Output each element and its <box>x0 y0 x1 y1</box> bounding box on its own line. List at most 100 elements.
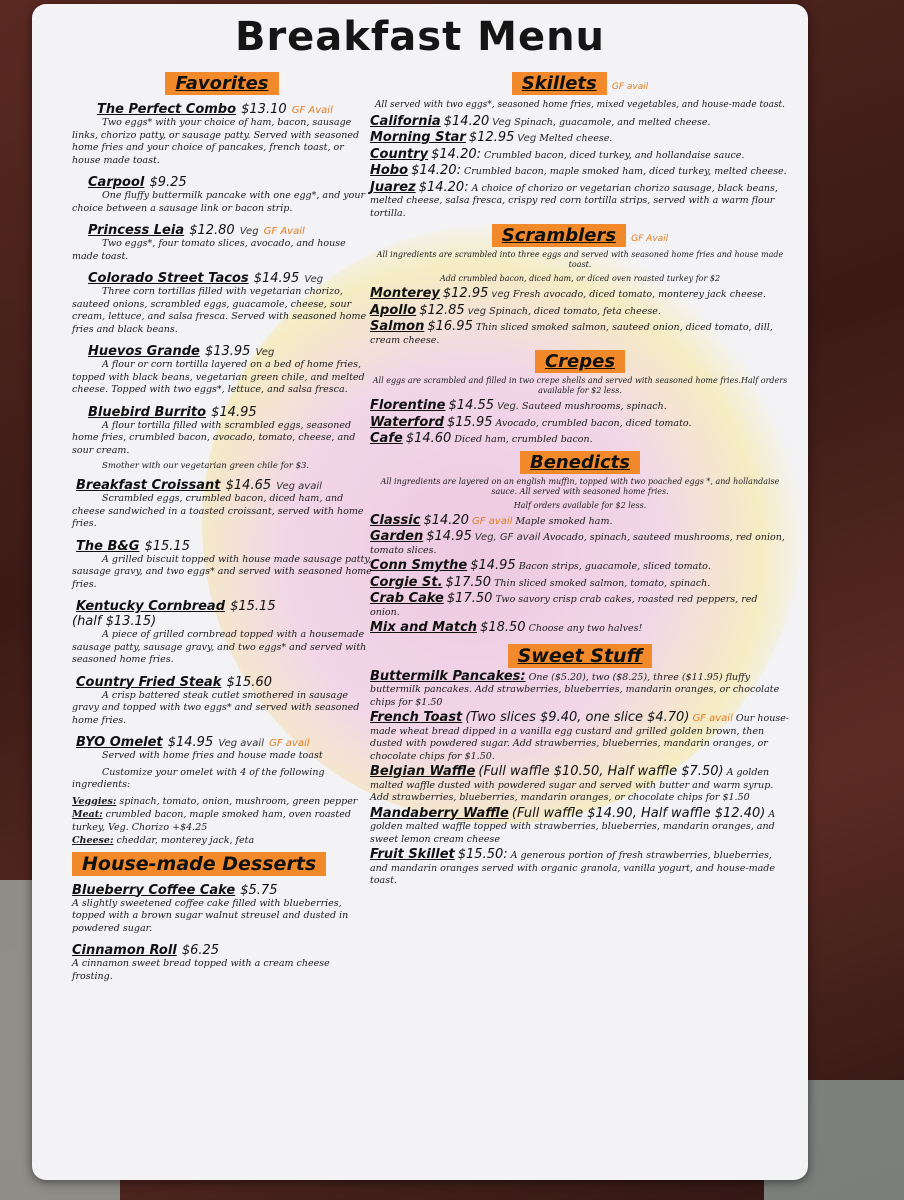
item-price: $14.95 <box>211 404 257 420</box>
item-price: $14.20: <box>418 179 469 195</box>
item-price: $14.20 <box>443 113 490 129</box>
crepes-list: Florentine $14.55 Veg. Sauteed mushrooms… <box>370 398 790 447</box>
item-price: $16.95 <box>427 319 473 334</box>
item-tag: Veg avail <box>218 738 264 749</box>
item-price: $12.85 <box>419 302 465 318</box>
item-name: California <box>370 113 441 129</box>
item-description: Avocado, spinach, sauteed mushrooms, red… <box>370 532 785 556</box>
favorites-heading-wrap: Favorites <box>72 72 372 98</box>
item-name: Monterey <box>370 286 440 301</box>
item-description: A golden malted waffle topped with straw… <box>370 808 776 845</box>
favorite-item-line: Kentucky Cornbread $15.15 <box>76 595 372 614</box>
item-price: $14.60 <box>405 431 452 446</box>
item-tag: Veg <box>239 226 259 237</box>
item-name: BYO Omelet <box>76 735 163 750</box>
item-name: Florentine <box>370 398 446 413</box>
item-name: Cinnamon Roll <box>72 943 177 958</box>
item-description: Three corn tortillas filled with vegetar… <box>72 286 367 335</box>
menu-card: Breakfast Menu Favorites The Perfect Com… <box>32 4 808 1180</box>
favorite-item: Kentucky Cornbread $15.15(half $13.15)A … <box>72 595 372 667</box>
item-description: Maple smoked ham. <box>515 515 613 527</box>
benedicts-intro-2: Half orders available for $2 less. <box>513 500 647 510</box>
option-text: spinach, tomato, onion, mushroom, green … <box>119 795 358 807</box>
item-description: A crisp battered steak cutlet smothered … <box>72 689 360 726</box>
item-name: Fruit Skillet <box>370 847 455 862</box>
item-name: Apollo <box>370 302 417 318</box>
item-name: Blueberry Coffee Cake <box>72 882 236 898</box>
benedict-item: Garden $14.95 Veg, GF avail Avocado, spi… <box>370 529 790 557</box>
item-description: Fresh avocado, diced tomato, monterey ja… <box>512 289 766 300</box>
sweet-item: Mandaberry Waffle (Full waffle $14.90, H… <box>370 805 790 847</box>
option-label: Veggies: <box>72 795 117 807</box>
item-price: $13.95 <box>204 344 251 359</box>
item-name: The Perfect Combo <box>97 102 237 117</box>
item-name: Conn Smythe <box>370 558 468 573</box>
favorite-item-line: BYO Omelet $14.95 Veg avail GF avail <box>76 731 372 750</box>
item-description: Two eggs* with your choice of ham, bacon… <box>72 117 360 166</box>
item-tag: Veg <box>304 274 324 285</box>
item-tag: Veg <box>517 133 537 144</box>
item-tag: Veg, GF avail <box>474 532 541 543</box>
benedicts-list: Classic $14.20 GF avail Maple smoked ham… <box>370 512 790 636</box>
scrambler-item: Monterey $12.95 veg Fresh avocado, diced… <box>370 286 790 302</box>
skillets-heading: Skillets <box>511 72 607 95</box>
scramblers-heading: Scramblers <box>491 224 627 247</box>
item-price: $15.95 <box>447 414 493 430</box>
item-description: A choice of chorizo or vegetarian choriz… <box>370 182 778 219</box>
item-name: Waterford <box>370 414 444 430</box>
item-name: French Toast <box>370 710 463 725</box>
item-description: Crumbled bacon, diced turkey, and hollan… <box>484 149 745 161</box>
item-name: Salmon <box>370 319 425 334</box>
item-price: $9.25 <box>149 175 187 190</box>
item-description: One ($5.20), two ($8.25), three ($11.95)… <box>370 671 780 708</box>
skillets-gf-tag: GF avail <box>611 82 649 92</box>
favorite-item-line: Breakfast Croissant $14.65 Veg avail <box>76 474 372 493</box>
item-name: Garden <box>370 529 424 544</box>
option-label: Meat: <box>72 809 103 820</box>
item-description: Thin sliced smoked salmon, tomato, spina… <box>494 577 711 589</box>
right-column: Skillets GF avail All served with two eg… <box>370 72 790 891</box>
item-price: $15.15 <box>230 599 276 614</box>
item-price: $5.75 <box>240 882 278 898</box>
item-name: Kentucky Cornbread <box>76 599 226 614</box>
crepes-heading-wrap: Crepes <box>370 350 790 376</box>
item-description: Choose any two halves! <box>528 623 643 634</box>
benedicts-intro: All ingredients are layered on an englis… <box>380 476 780 496</box>
item-price: $14.95 <box>426 529 472 544</box>
item-price: $14.20: <box>411 163 461 178</box>
item-tag: Veg <box>255 347 275 358</box>
item-name: Hobo <box>370 163 409 178</box>
item-name: Morning Star <box>370 130 466 145</box>
skillets-list: California $14.20 Veg Spinach, guacamole… <box>370 113 790 221</box>
item-price: $14.95 <box>167 735 214 750</box>
skillet-item: Hobo $14.20: Crumbled bacon, maple smoke… <box>370 163 790 179</box>
favorite-item-line: The B&G $15.15 <box>76 535 372 554</box>
item-name: Carpool <box>88 175 145 190</box>
item-name: Mandaberry Waffle <box>370 805 509 821</box>
sweet-heading: Sweet Stuff <box>507 643 653 668</box>
favorite-item-line: The Perfect Combo $13.10 GF Avail <box>97 98 372 117</box>
item-description: A grilled biscuit topped with house made… <box>72 553 372 590</box>
omelet-option: Veggies: spinach, tomato, onion, mushroo… <box>72 796 372 809</box>
skillet-item: California $14.20 Veg Spinach, guacamole… <box>370 113 790 130</box>
item-price: $14.20 <box>423 512 469 528</box>
sweet-item: French Toast (Two slices $9.40, one slic… <box>370 710 790 763</box>
item-price: $12.80 <box>189 223 235 238</box>
item-name: Huevos Grande <box>88 344 200 359</box>
item-name: Colorado Street Tacos <box>88 271 249 286</box>
favorite-item-line: Carpool $9.25 <box>88 171 372 190</box>
benedicts-heading-wrap: Benedicts <box>370 450 790 477</box>
item-price: (Two slices $9.40, one slice $4.70) <box>465 710 690 725</box>
scrambler-item: Apollo $12.85 veg Spinach, diced tomato,… <box>370 302 790 319</box>
item-price: $13.10 <box>241 102 287 117</box>
item-tag: Veg <box>492 116 512 128</box>
item-description: Served with home fries and house made to… <box>102 750 323 761</box>
